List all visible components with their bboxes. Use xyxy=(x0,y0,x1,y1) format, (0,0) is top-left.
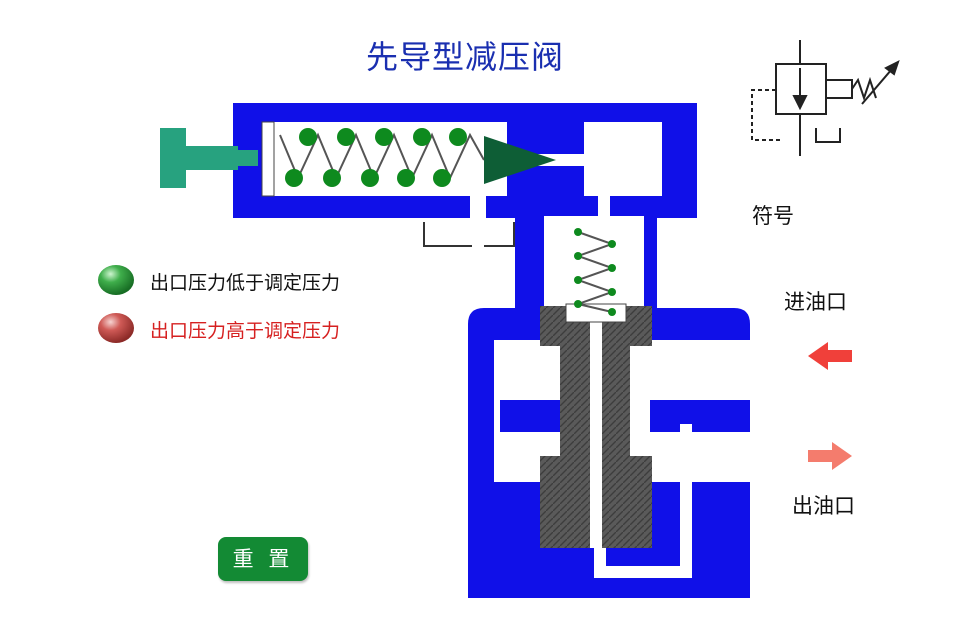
main-spring xyxy=(574,228,616,316)
legend-ball-green xyxy=(98,265,134,295)
valve-symbol xyxy=(751,40,900,156)
outlet-label: 出油口 xyxy=(792,494,855,518)
symbol-label: 符号 xyxy=(752,204,794,228)
inlet-label: 进油口 xyxy=(784,290,847,314)
reset-button[interactable]: 重 置 xyxy=(218,537,308,581)
legend-text-low: 出口压力低于调定压力 xyxy=(150,272,341,294)
outlet-arrow xyxy=(808,442,852,470)
page-title: 先导型减压阀 xyxy=(365,38,564,76)
legend-ball-red xyxy=(98,313,134,343)
drain-tank xyxy=(423,222,515,247)
legend-text-high: 出口压力高于调定压力 xyxy=(150,320,341,342)
inlet-arrow xyxy=(808,342,852,370)
adjusting-handle[interactable] xyxy=(160,128,258,188)
pilot-spring xyxy=(261,121,485,197)
pilot-poppet xyxy=(484,136,556,184)
drain-pipe xyxy=(472,236,484,248)
